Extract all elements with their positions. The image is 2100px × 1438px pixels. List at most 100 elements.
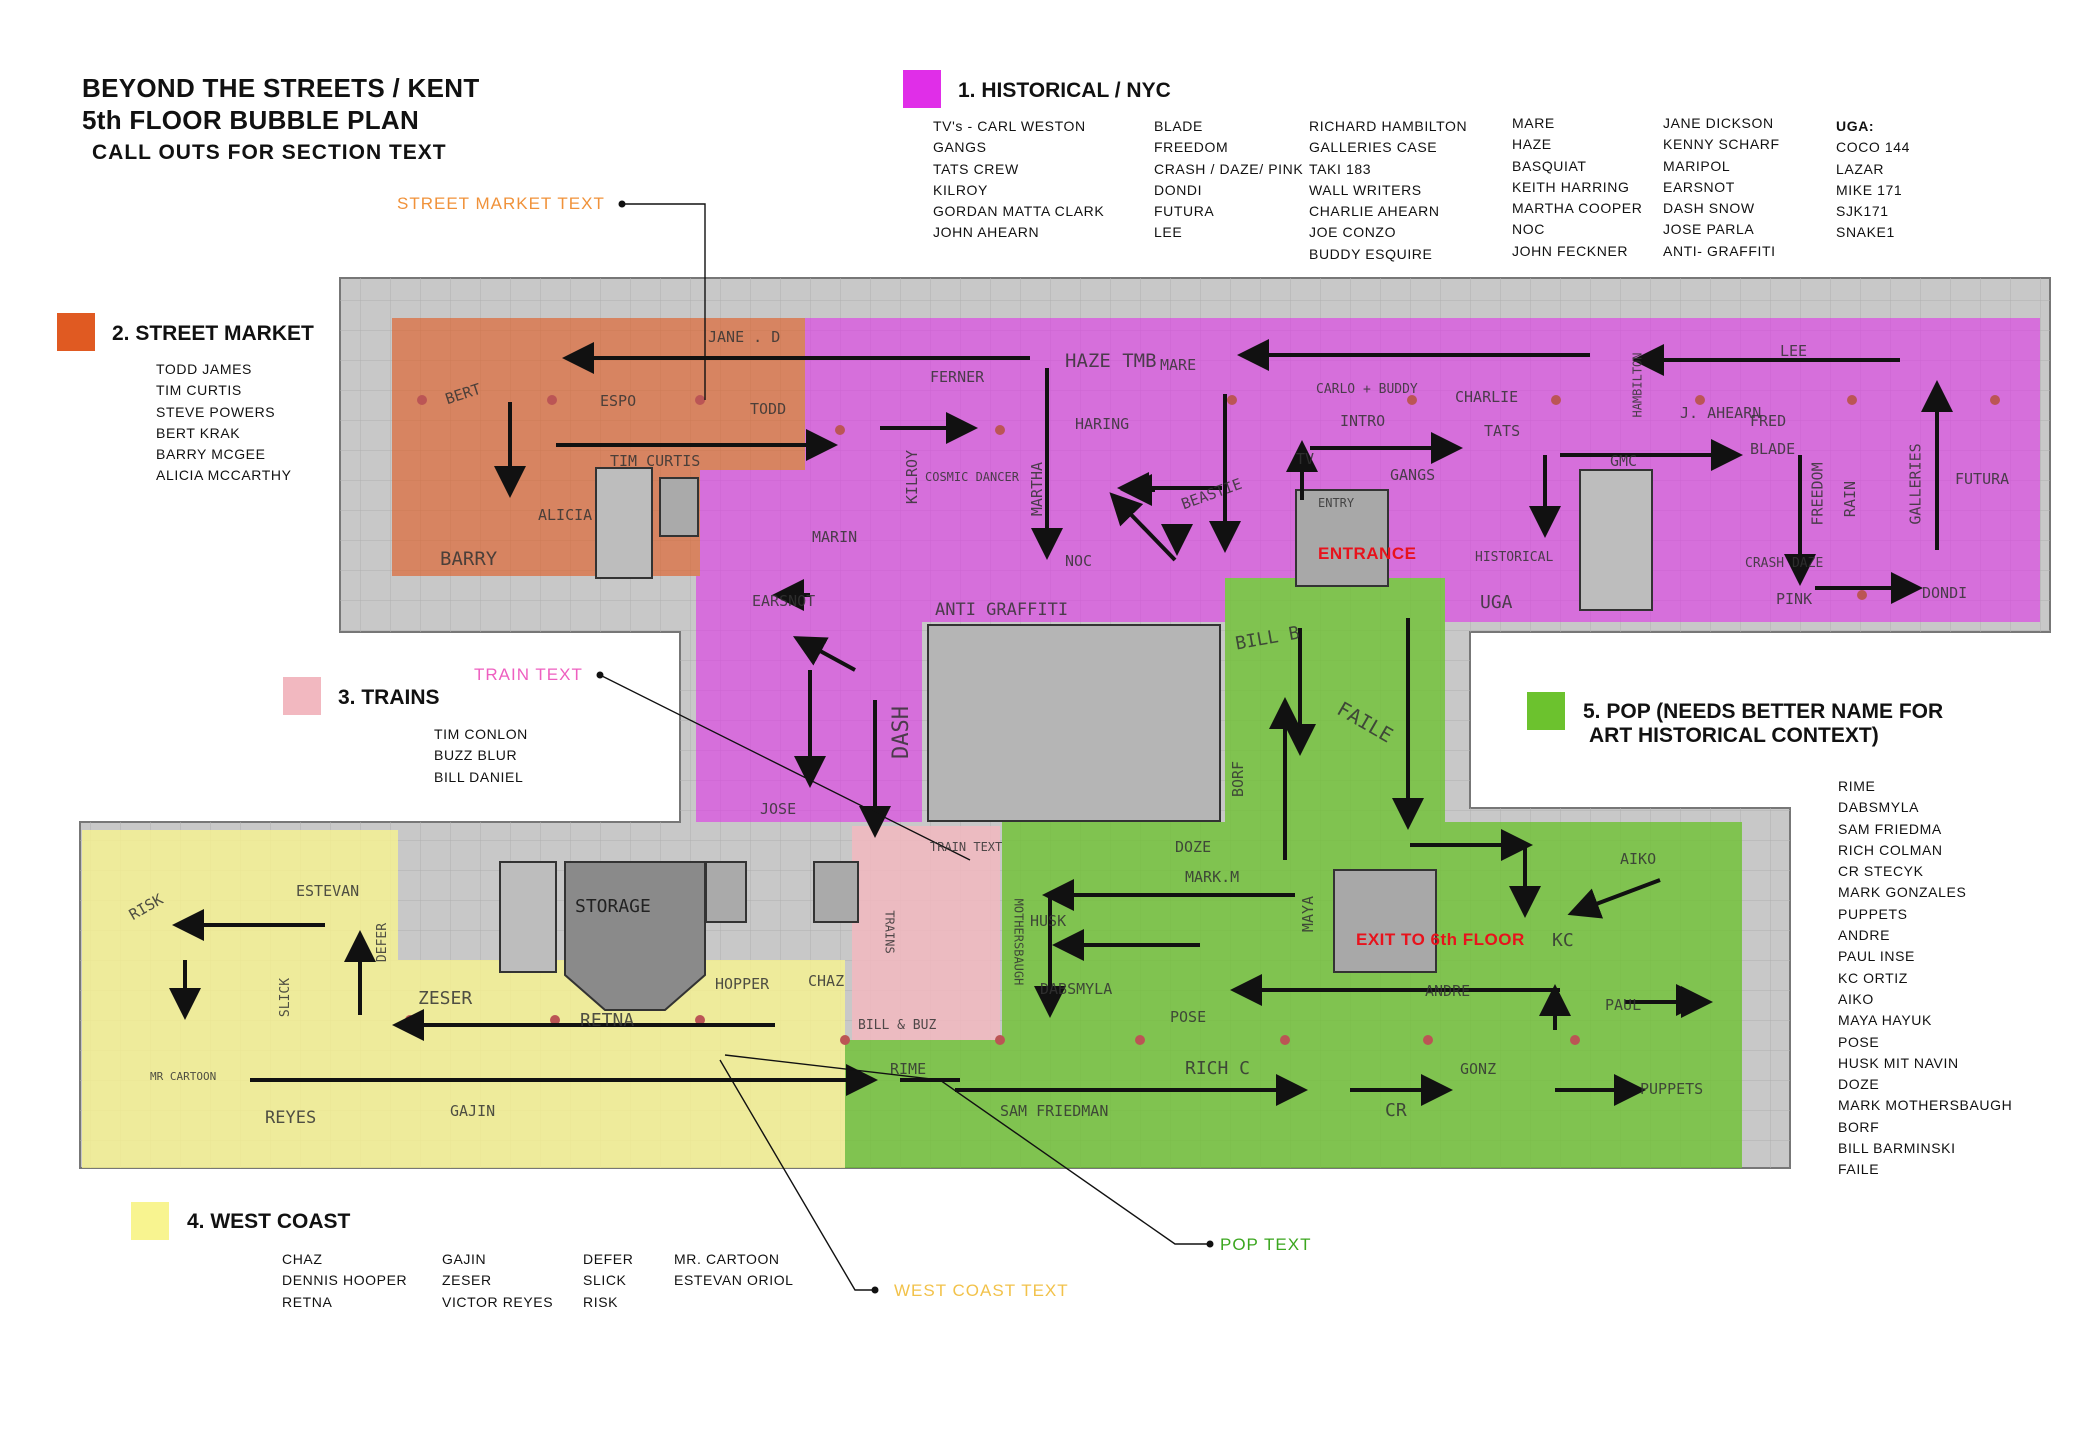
title-line-2: 5th FLOOR BUBBLE PLAN [82,105,420,135]
list-item: SNAKE1 [1836,224,1895,241]
hand-earsnot: EARSNOT [752,592,816,610]
hand-retna: RETNA [580,1010,635,1031]
list-item: BUDDY ESQUIRE [1309,245,1433,262]
callout-leaders [599,203,1210,1291]
pop-heading-line-2: ART HISTORICAL CONTEXT) [1589,724,1879,747]
list-item: PAUL INSE [1838,948,1915,965]
hand-freedom: FREEDOM [1808,462,1827,526]
list-item: DONDI [1154,181,1203,198]
hand-jane-d: JANE . D [708,328,781,346]
zone-trains [852,826,1000,1040]
list-item: CHARLIE AHEARN [1309,203,1440,220]
hand-martha: MARTHA [1028,461,1047,517]
column-dots [405,395,2000,1045]
list-item: WALL WRITERS [1309,181,1422,198]
hand-gajin: GAJIN [450,1102,496,1120]
list-item: POSE [1838,1033,1880,1050]
street-market-heading: 2. STREET MARKET [112,322,314,345]
hand-andre: ANDRE [1425,982,1471,1000]
west-coast-heading: 4. WEST COAST [187,1210,351,1233]
hand-chaz: CHAZ [808,972,845,990]
historical-col-6: UGA: COCO 144 LAZAR MIKE 171 SJK171 SNAK… [1836,116,1910,244]
list-item: TIM CURTIS [156,382,242,399]
hand-galleries: GALLERIES [1906,443,1925,525]
street-market-list: TODD JAMES TIM CURTIS STEVE POWERS BERT … [156,359,292,487]
list-item: ESTEVAN ORIOL [674,1272,794,1289]
list-item: MARK GONZALES [1838,884,1967,901]
list-item: GALLERIES CASE [1309,139,1438,156]
hand-bill-buz: BILL & BUZ [858,1018,937,1033]
list-item: GORDAN MATTA CLARK [933,203,1105,220]
hand-charlie: CHARLIE [1455,388,1519,406]
list-item: GANGS [933,139,987,156]
hand-alicia: ALICIA [538,506,593,524]
hand-jose: JOSE [760,800,797,818]
list-item: KENNY SCHARF [1663,136,1780,153]
list-item: HUSK MIT NAVIN [1838,1054,1959,1071]
list-item: JANE DICKSON [1663,115,1774,131]
list-item: ZESER [442,1272,492,1289]
list-item: GAJIN [442,1251,487,1267]
list-item: TAKI 183 [1309,160,1372,177]
list-item: RICH COLMAN [1838,841,1943,858]
historical-col-5: JANE DICKSON KENNY SCHARF MARIPOL EARSNO… [1663,113,1780,262]
list-item: SAM FRIEDMA [1838,820,1942,837]
hand-mare: MARE [1160,356,1197,374]
list-item: BASQUIAT [1512,157,1587,174]
list-item: ALICIA MCCARTHY [156,467,292,484]
entrance-label: ENTRANCE [1318,544,1417,563]
hand-gmc: GMC [1610,452,1638,470]
hand-haze-tmb: HAZE TMB [1065,350,1157,372]
west-coast-col-1: CHAZ DENNIS HOOPER RETNA [282,1249,407,1313]
list-item: JOSE PARLA [1663,221,1755,238]
hand-defer: DEFER [375,922,391,963]
list-item: TODD JAMES [156,361,252,377]
core-blocks [499,467,1653,1011]
list-item: DOZE [1838,1076,1880,1093]
list-item: VICTOR REYES [442,1293,554,1310]
hand-hambilton: HAMBILTON [1630,352,1645,418]
hand-espo: ESPO [600,392,637,410]
hand-mr-cartoon: MR CARTOON [150,1070,217,1083]
list-item: TIM CONLON [434,726,528,742]
list-item: FUTURA [1154,203,1215,220]
hand-cosmic-dancer: COSMIC DANCER [925,470,1019,484]
subtitle: CALL OUTS FOR SECTION TEXT [92,141,447,164]
hand-mothersbaugh: MOTHERSBAUGH [1011,898,1026,986]
hand-rich-c: RICH C [1185,1058,1251,1079]
hand-noc: NOC [1065,552,1093,570]
hand-puppets: PUPPETS [1640,1080,1704,1098]
list-item: MARK MOTHERSBAUGH [1838,1097,2013,1114]
list-item: MIKE 171 [1836,181,1903,198]
pop-text-callout: POP TEXT [1220,1235,1312,1254]
trains-list: TIM CONLON BUZZ BLUR BILL DANIEL [434,724,528,788]
list-item: BILL DANIEL [434,768,524,785]
hand-todd: TODD [750,400,787,418]
street-market-text-callout: STREET MARKET TEXT [397,194,605,213]
list-item: JOHN FECKNER [1512,242,1629,259]
list-item: FREEDOM [1154,139,1229,156]
hand-ferner: FERNER [930,368,985,386]
list-item: BERT KRAK [156,424,241,441]
street-market-swatch [57,313,95,351]
list-item: SLICK [583,1272,627,1289]
list-item: HAZE [1512,136,1552,153]
uga-heading: UGA: [1836,118,1875,134]
hand-pink: PINK [1776,590,1813,608]
list-item: CR STECYK [1838,863,1924,880]
west-coast-col-3: DEFER SLICK RISK [583,1249,633,1313]
list-item: TATS CREW [933,160,1019,177]
list-item: MAYA HAYUK [1838,1012,1932,1029]
west-coast-col-4: MR. CARTOON ESTEVAN ORIOL [674,1249,794,1292]
hand-pose: POSE [1170,1008,1207,1026]
list-item: FAILE [1838,1161,1880,1178]
list-item: RETNA [282,1293,333,1310]
list-item: DENNIS HOOPER [282,1272,408,1289]
list-item: JOE CONZO [1309,224,1397,241]
hand-doze: DOZE [1175,838,1212,856]
hand-storage: STORAGE [575,896,651,917]
list-item: DABSMYLA [1838,799,1920,816]
hand-futura: FUTURA [1955,470,2010,488]
hand-train-text: TRAIN TEXT [930,840,1003,854]
